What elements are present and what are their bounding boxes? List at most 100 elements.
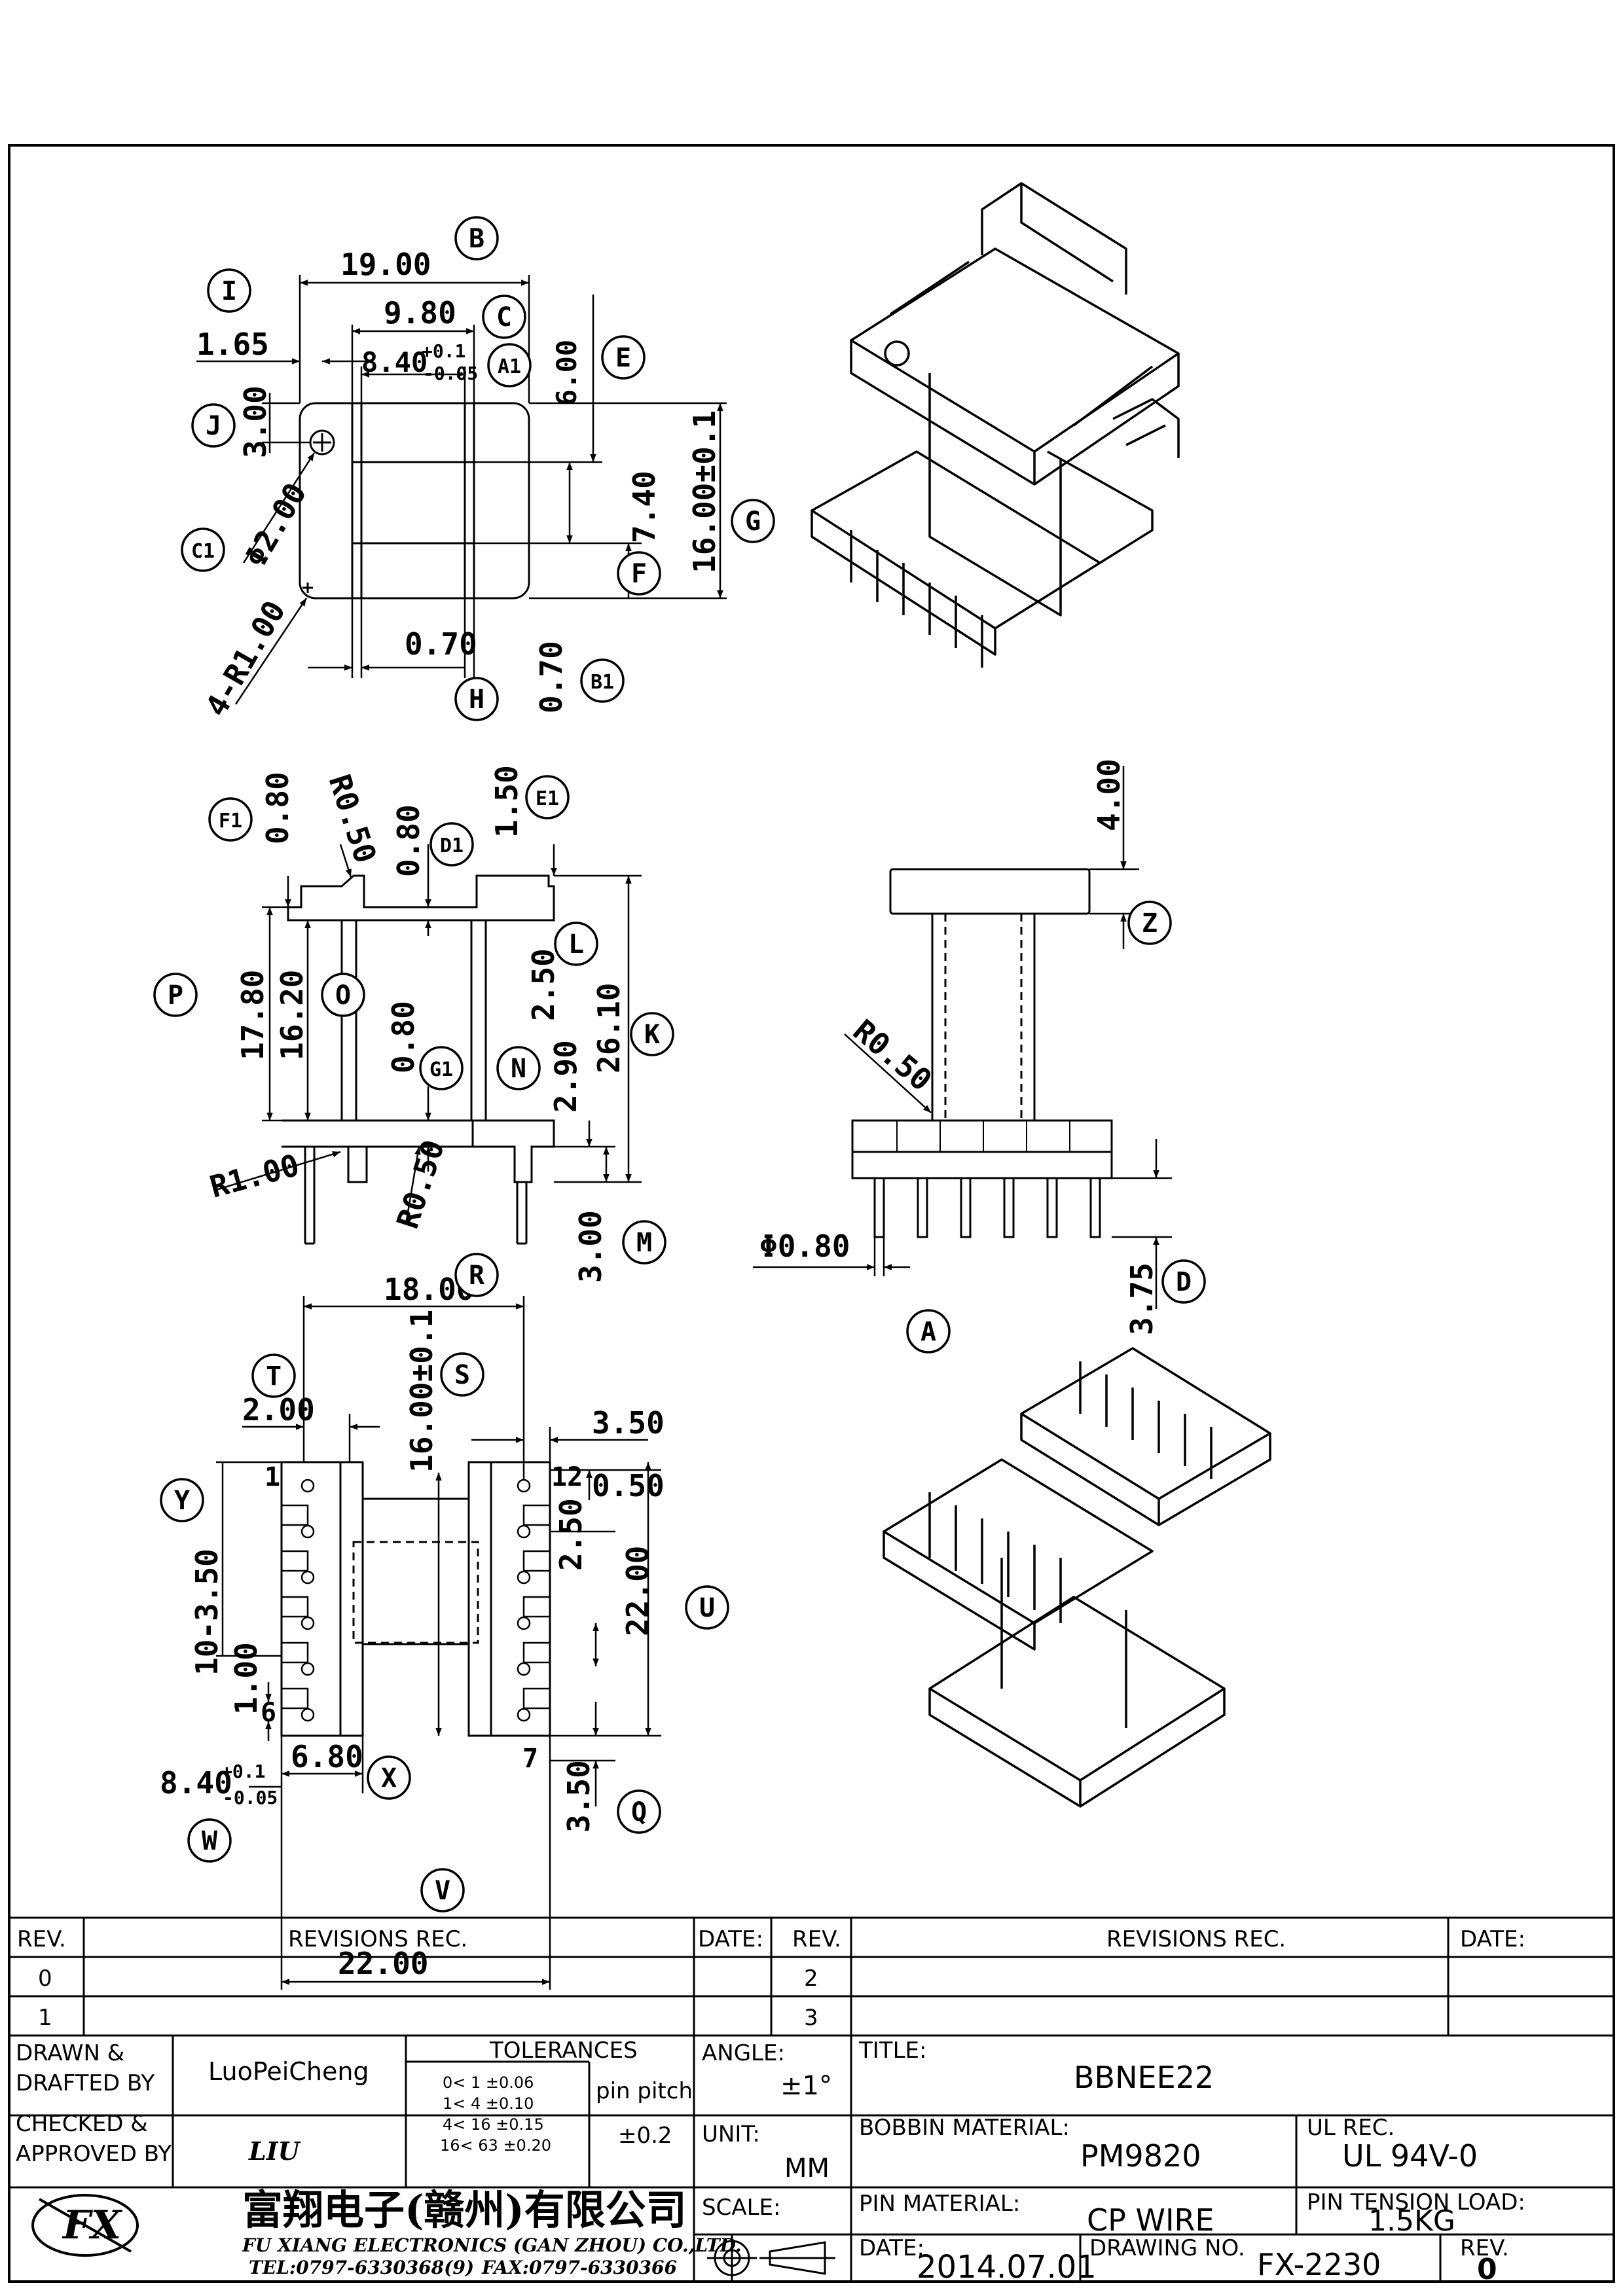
- tb-checked-name: LIU: [248, 2136, 301, 2166]
- tb-rev-header: REV.: [17, 1926, 66, 1952]
- tb-bobbin-value: PM9820: [1080, 2138, 1201, 2174]
- dim-front-r050b: R0.50: [390, 1136, 451, 1232]
- tag-T-text: T: [266, 1361, 282, 1391]
- dim-top-840-tolm: -0.05: [423, 363, 478, 384]
- side-view: [753, 766, 1172, 1309]
- tb-rev-value: 0: [1477, 2253, 1497, 2286]
- top-view: [196, 275, 727, 705]
- tag-F1: [208, 797, 253, 842]
- tag-F: [617, 551, 661, 596]
- tag-X-text: X: [381, 1763, 397, 1793]
- tag-W-text: W: [202, 1826, 218, 1856]
- tag-K: [630, 1012, 674, 1056]
- tag-G-text: G: [745, 507, 761, 537]
- tag-L: [554, 922, 598, 966]
- tag-S-text: S: [454, 1360, 470, 1390]
- tag-H: [454, 677, 499, 721]
- tb-drawn-label-2: DRAFTED BY: [16, 2070, 155, 2096]
- dim-side-400: 4.00: [1091, 759, 1127, 831]
- tag-E: [601, 335, 646, 380]
- tag-B-text: B: [469, 224, 484, 254]
- dim-top-070b: 0.70: [534, 641, 569, 713]
- dim-top-165: 1.65: [196, 327, 269, 362]
- tag-C: [482, 295, 526, 339]
- tag-Q: [617, 1789, 661, 1834]
- tb-date-label: DATE:: [859, 2235, 924, 2261]
- dim-bot-1600: 16.00±0.1: [404, 1310, 439, 1473]
- tb-drawing-no-label: DRAWING NO.: [1089, 2235, 1245, 2261]
- tb-fax: FAX:0797-6330366: [481, 2257, 677, 2278]
- tag-S: [440, 1352, 484, 1397]
- reference-tags: [153, 216, 1206, 1912]
- tag-U-text: U: [699, 1593, 715, 1623]
- tb-tol-row-1: 1< 4 ±0.10: [443, 2094, 534, 2113]
- dim-front-2610: 26.10: [591, 983, 627, 1073]
- tag-R-text: R: [469, 1261, 485, 1291]
- pin-label-12: 12: [551, 1462, 583, 1492]
- tb-title-label: TITLE:: [858, 2037, 926, 2064]
- tb-rev-0: 0: [38, 1965, 52, 1992]
- tag-J: [191, 403, 236, 448]
- tb-tol-row-3: 16< 63 ±0.20: [440, 2136, 551, 2155]
- tag-Y-text: Y: [174, 1486, 190, 1516]
- pin-label-7: 7: [522, 1744, 538, 1774]
- tag-F-text: F: [631, 559, 647, 589]
- tag-B1-text: B1: [591, 671, 614, 694]
- tb-unit-value: MM: [784, 2153, 830, 2183]
- tag-I: [207, 268, 251, 313]
- tb-drawn-label-1: DRAWN &: [16, 2040, 124, 2066]
- tb-drawn-name: LuoPeiCheng: [208, 2057, 369, 2086]
- dim-bot-10350: 10-3.50: [189, 1549, 225, 1676]
- iso-view-bottom: [883, 1347, 1271, 1808]
- tag-A1: [487, 343, 532, 387]
- tb-unit-label: UNIT:: [702, 2121, 760, 2147]
- tag-D1-text: D1: [440, 834, 464, 857]
- sheet-border: [8, 144, 1615, 2283]
- company-logo: [31, 2194, 139, 2257]
- dim-top-980: 9.80: [384, 295, 456, 331]
- dim-bot-840-tolp: +0.1: [221, 1761, 265, 1782]
- dim-top-840: 8.40: [361, 346, 428, 378]
- dim-top-840-tolp: +0.1: [422, 340, 465, 362]
- tag-Q-text: Q: [631, 1797, 647, 1827]
- tb-scale-label: SCALE:: [702, 2195, 780, 2221]
- tb-rev-3: 3: [804, 2005, 818, 2031]
- tag-I-text: I: [221, 276, 237, 306]
- tag-W: [187, 1818, 232, 1863]
- pin-label-1: 1: [264, 1462, 280, 1492]
- tb-ul-label: UL REC.: [1307, 2115, 1395, 2141]
- dim-front-250: 2.50: [526, 948, 561, 1021]
- tb-date-header-left: DATE:: [698, 1926, 763, 1952]
- tag-C-text: C: [496, 302, 512, 332]
- tb-company-en: FU XIANG ELECTRONICS (GAN ZHOU) CO.,LTD.: [242, 2234, 742, 2256]
- tag-C1-text: C1: [191, 540, 215, 563]
- tag-A1-text: A1: [498, 355, 521, 378]
- tb-date-header-right: DATE:: [1460, 1926, 1525, 1952]
- tag-X: [367, 1755, 411, 1800]
- dim-bot-100: 1.00: [228, 1642, 264, 1715]
- dim-front-080g: 0.80: [386, 1001, 421, 1073]
- pin-label-6: 6: [261, 1698, 276, 1728]
- dim-front-r050a: R0.50: [322, 770, 384, 867]
- tb-company-cn: 富翔电子(赣州)有限公司: [242, 2186, 687, 2234]
- dim-front-300: 3.00: [573, 1210, 608, 1283]
- tag-M: [622, 1220, 666, 1265]
- tag-G: [731, 499, 775, 543]
- tag-T: [251, 1354, 296, 1398]
- dim-front-1780: 17.80: [235, 970, 270, 1060]
- top-view-outline: [299, 402, 530, 600]
- dim-bot-250: 2.50: [553, 1498, 589, 1571]
- tb-tolerances-title: TOLERANCES: [489, 2037, 638, 2064]
- dim-front-r100: R1.00: [206, 1147, 303, 1205]
- tb-checked-label-2: APPROVED BY: [16, 2141, 172, 2167]
- dim-side-phi080: Φ0.80: [759, 1229, 850, 1264]
- bottom-pins: [282, 1479, 550, 1722]
- tb-pin-material-label: PIN MATERIAL:: [859, 2191, 1020, 2217]
- dim-bot-840-tolm: -0.05: [223, 1787, 278, 1808]
- dim-top-740: 7.40: [627, 471, 662, 543]
- tag-E-text: E: [615, 343, 631, 373]
- tb-tol-row-0: 0< 1 ±0.06: [443, 2073, 534, 2092]
- tag-B1: [580, 658, 625, 703]
- dim-top-19: 19.00: [340, 247, 431, 282]
